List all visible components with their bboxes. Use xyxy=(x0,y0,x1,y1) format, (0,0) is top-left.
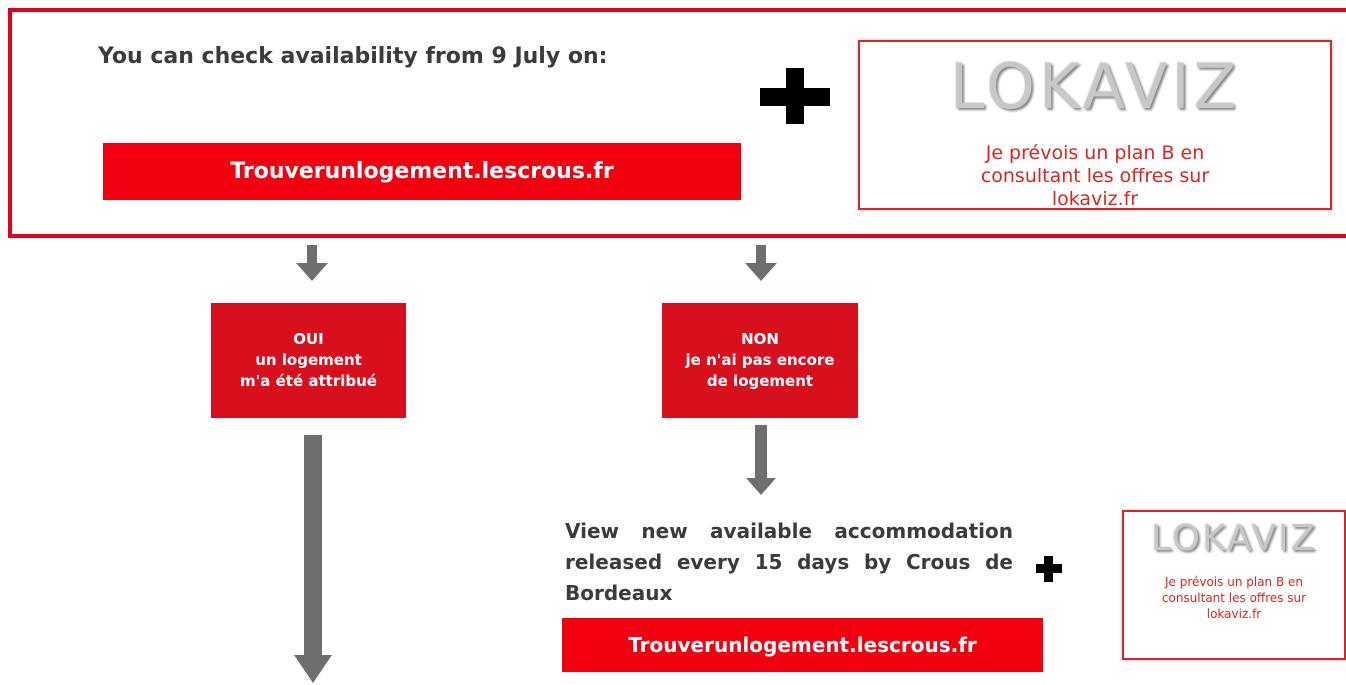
lokaviz-wordmark: LOKAVIZ xyxy=(1150,518,1318,559)
lokaviz-wordmark: LOKAVIZ xyxy=(949,50,1241,123)
lokaviz-tagline-line: lokaviz.fr xyxy=(1206,607,1262,621)
non-line: je n'ai pas encore xyxy=(685,351,835,369)
non-line: de logement xyxy=(706,372,814,390)
lokaviz-logo-large[interactable]: LOKAVIZ Je prévois un plan B en consulta… xyxy=(858,40,1332,210)
lokaviz-tagline: Je prévois un plan B en consultant les o… xyxy=(1124,574,1344,622)
plus-icon xyxy=(1036,556,1062,582)
arrow-down-icon xyxy=(296,245,328,281)
arrow-down-icon xyxy=(746,425,776,495)
trouverunlogement-link-bottom[interactable]: Trouverunlogement.lescrous.fr xyxy=(562,618,1043,672)
lokaviz-tagline-line: Je prévois un plan B en xyxy=(1164,575,1304,589)
non-badge: NON je n'ai pas encore de logement xyxy=(662,303,858,418)
availability-heading: You can check availability from 9 July o… xyxy=(98,44,608,69)
trouverunlogement-link-top[interactable]: Trouverunlogement.lescrous.fr xyxy=(103,143,741,200)
new-accommodation-text: View new available accommodation release… xyxy=(565,519,1013,605)
lokaviz-logo-small[interactable]: LOKAVIZ Je prévois un plan B en consulta… xyxy=(1122,510,1346,660)
lokaviz-tagline-line: consultant les offres sur xyxy=(1161,591,1307,605)
oui-line: un logement xyxy=(255,351,362,369)
oui-line: m'a été attribué xyxy=(240,372,377,390)
lokaviz-tagline-line: consultant les offres sur xyxy=(980,165,1210,187)
arrow-down-icon xyxy=(745,245,777,281)
lokaviz-tagline-line: lokaviz.fr xyxy=(1051,188,1139,210)
oui-title: OUI xyxy=(293,330,324,348)
lokaviz-tagline: Je prévois un plan B en consultant les o… xyxy=(860,142,1330,211)
oui-badge: OUI un logement m'a été attribué xyxy=(211,303,406,418)
top-frame xyxy=(8,8,1346,238)
lokaviz-tagline-line: Je prévois un plan B en xyxy=(985,142,1205,164)
non-title: NON xyxy=(741,330,779,348)
arrow-down-long-icon xyxy=(294,435,332,683)
plus-icon xyxy=(760,68,830,124)
